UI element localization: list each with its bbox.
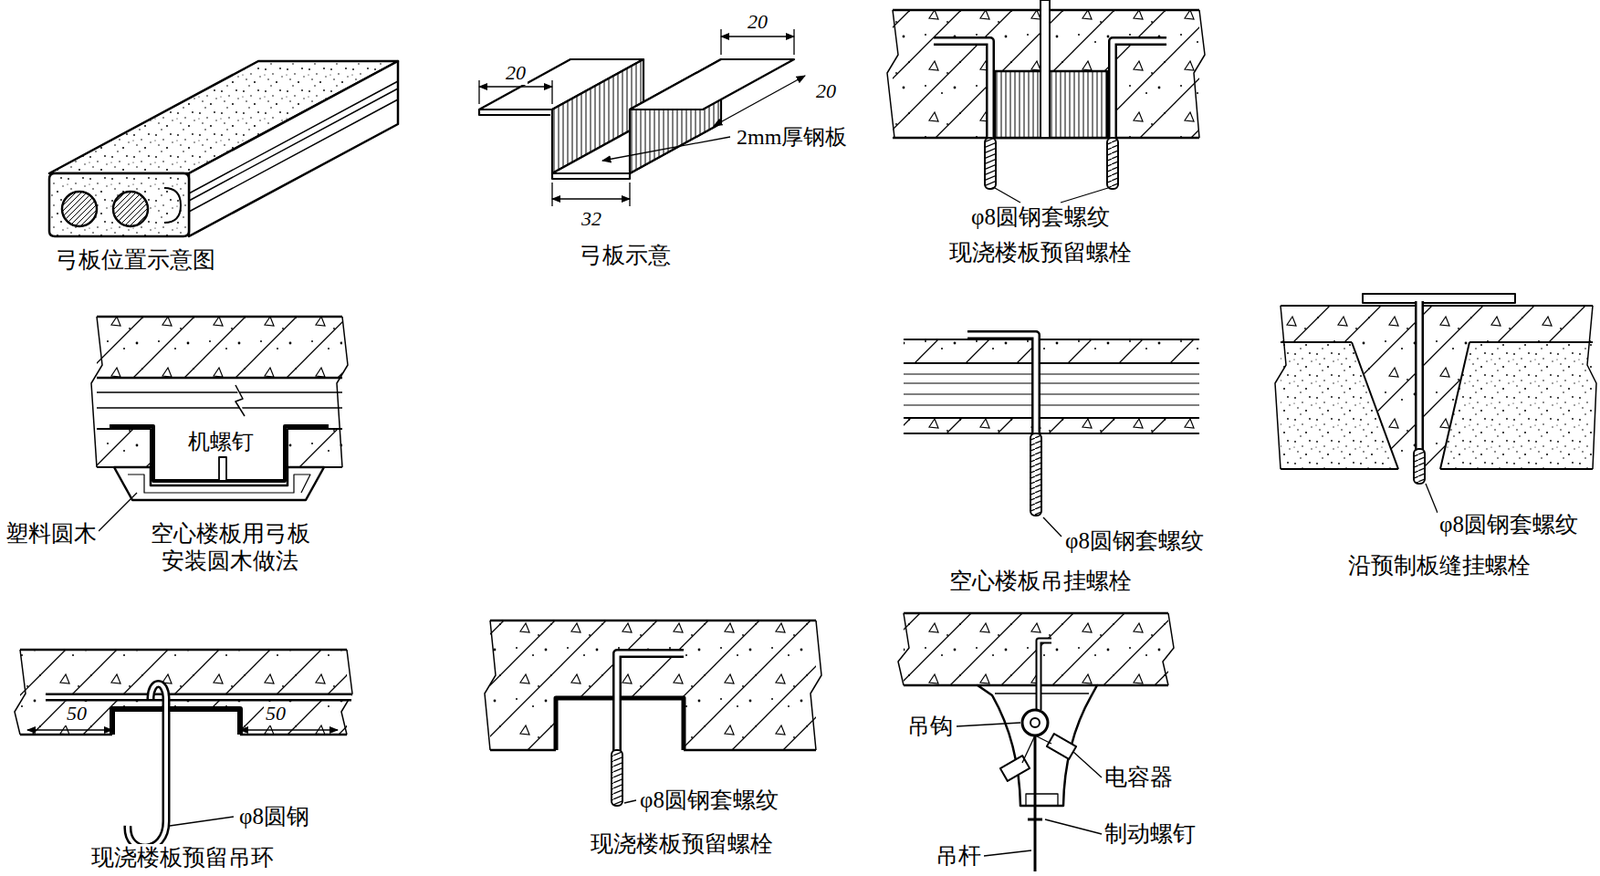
caption: 沿预制板缝挂螺栓	[1346, 552, 1533, 580]
part-label: 吊杆	[933, 842, 984, 870]
dimension: 32	[579, 207, 604, 231]
bow-plate-figure	[479, 29, 806, 207]
dimension: 50	[263, 701, 288, 726]
part-label: 塑料圆木	[3, 520, 99, 548]
caption: 弓板位置示意图	[53, 246, 218, 274]
part-label: 2mm厚钢板	[734, 124, 849, 151]
hollow-slab-figure	[49, 61, 398, 237]
part-label: φ8圆钢套螺纹	[1437, 511, 1580, 539]
slab-joint-bolt-figure	[1275, 293, 1597, 513]
caption: 现浇楼板预留吊环	[89, 844, 276, 872]
part-label: 机螺钉	[186, 428, 256, 456]
hollow-slab-bolt-figure	[903, 334, 1200, 537]
dimension: 20	[503, 61, 528, 85]
dimension: 20	[814, 79, 838, 104]
bow-plate-install-figure	[91, 316, 348, 532]
part-label: φ8圆钢	[237, 803, 312, 831]
cast-slab-bolt-figure	[484, 620, 822, 806]
caption: 弓板示意	[577, 241, 673, 270]
dimension: 20	[745, 10, 770, 34]
part-label: 吊钩	[905, 712, 955, 741]
part-label: φ8圆钢套螺纹	[637, 786, 781, 815]
hanging-ring-figure	[14, 649, 353, 848]
dimension: 50	[64, 701, 89, 726]
part-label: φ8圆钢套螺纹	[969, 203, 1112, 231]
part-label: 电容器	[1102, 763, 1175, 792]
cast-slab-bolts-figure	[887, 0, 1205, 203]
caption: 空心楼板用弓板 安装圆木做法	[143, 520, 317, 576]
caption: 现浇楼板预留螺栓	[947, 239, 1134, 267]
caption: 空心楼板吊挂螺栓	[947, 567, 1134, 596]
caption: 现浇楼板预留螺栓	[588, 830, 775, 858]
part-label: 制动螺钉	[1102, 820, 1198, 848]
part-label: φ8圆钢套螺纹	[1063, 527, 1206, 555]
